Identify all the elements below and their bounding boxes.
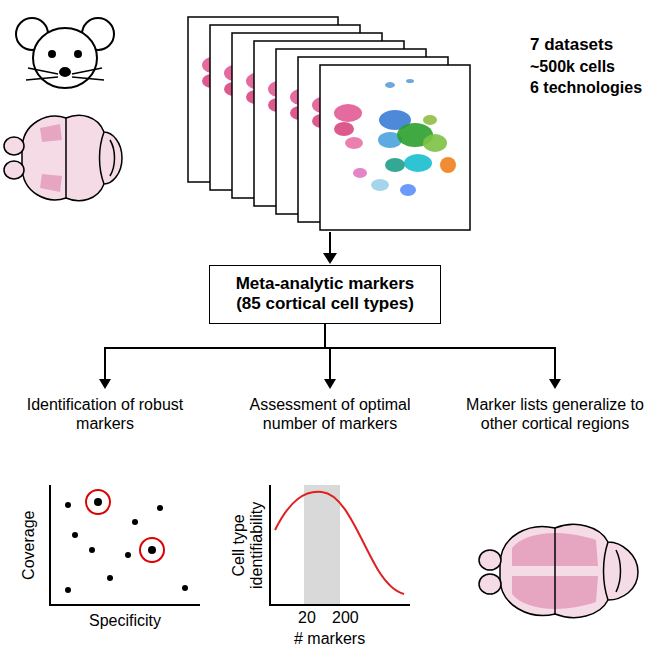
axis-label: Coverage	[20, 511, 38, 580]
node-text: Identification of robust markers	[7, 395, 203, 433]
node-text: Marker lists generalize to other cortica…	[457, 395, 653, 433]
dataset-cards	[188, 17, 470, 230]
connector-arrow	[99, 324, 325, 389]
axis-label: 20	[298, 609, 316, 627]
dataset-summary: 6 technologies	[530, 79, 642, 97]
branch-text: Assessment of optimal number of markers	[230, 393, 430, 435]
axis-label: Specificity	[89, 612, 161, 630]
branch-text: Identification of robust markers	[5, 393, 205, 435]
branch-text: Marker lists generalize to other cortica…	[455, 393, 655, 435]
axis-label: # markers	[294, 630, 365, 648]
connector-arrow	[325, 324, 561, 389]
node-text: Meta-analytic markers (85 cortical cell …	[223, 274, 428, 315]
scatter-plot	[50, 485, 200, 605]
process-box: Meta-analytic markers (85 cortical cell …	[209, 265, 441, 324]
axis-label: 200	[332, 609, 359, 627]
brain-top	[4, 115, 122, 200]
brain-bottom	[479, 524, 638, 617]
node-text: Assessment of optimal number of markers	[232, 395, 428, 433]
mouse-icon	[16, 18, 114, 88]
axis-label: Cell type identifiability	[230, 495, 267, 595]
dataset-summary: ~500k cells	[530, 58, 615, 76]
curve-plot	[270, 485, 410, 605]
dataset-summary: 7 datasets	[530, 35, 613, 55]
stack-arrow	[323, 232, 337, 264]
dataset-card	[320, 65, 470, 230]
